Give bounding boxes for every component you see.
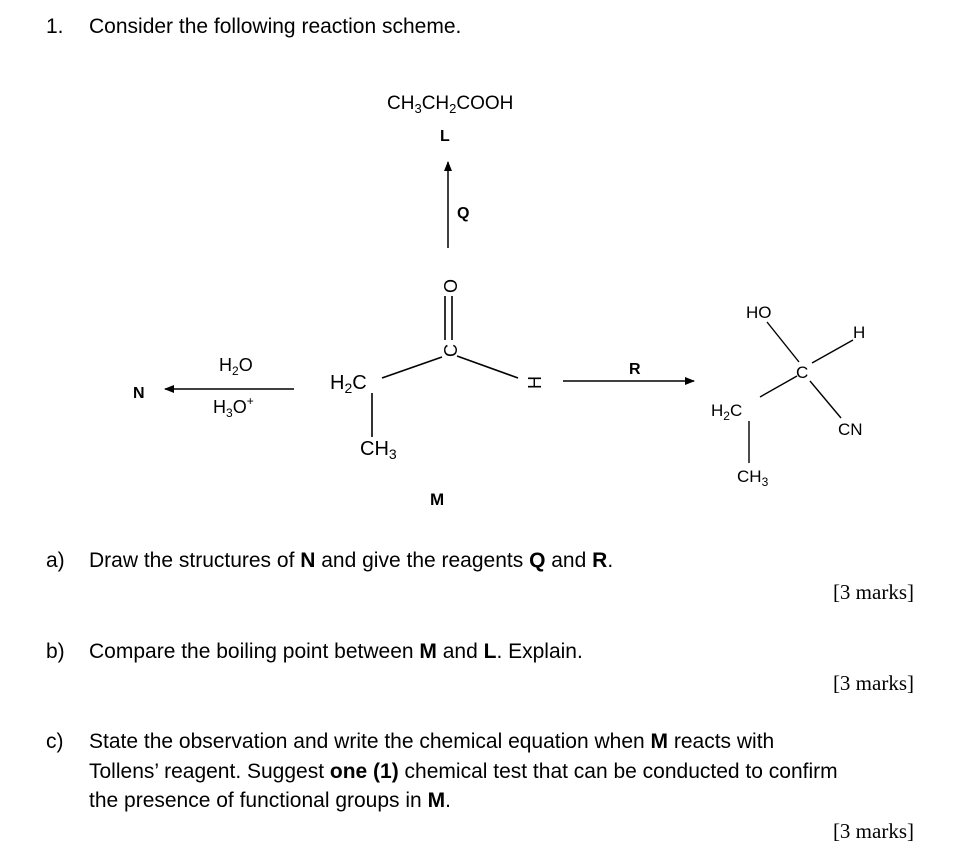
question-number: 1.: [46, 15, 64, 38]
M-CH3-group: CH3: [360, 438, 397, 462]
L-formula: CH3CH2COOH: [387, 93, 513, 116]
M-bond-C-CH2: [381, 356, 443, 379]
part-b-marks: [3 marks]: [832, 671, 914, 695]
Q-label: Q: [457, 205, 469, 222]
product-bond-C-CH2: [759, 375, 798, 398]
part-c-marks: [3 marks]: [832, 819, 914, 843]
question-intro: Consider the following reaction scheme.: [89, 15, 462, 38]
M-bond-C-H: [456, 355, 519, 379]
product-bond-C-H: [811, 339, 854, 364]
product-H-atom: H: [853, 323, 865, 342]
M-oxygen-atom: O: [441, 279, 461, 293]
product-bond-C-OH: [766, 321, 800, 363]
R-label: R: [629, 361, 641, 378]
product-bond-C-CN: [809, 380, 842, 419]
product-H2C-group: H2C: [711, 401, 742, 423]
product-CN-group: CN: [838, 420, 863, 439]
part-a-label: a): [46, 549, 65, 572]
M-carbonyl-carbon: C: [441, 344, 461, 357]
part-c-label: c): [46, 730, 64, 753]
M-hydrogen-atom: H: [525, 376, 545, 389]
part-b-label: b): [46, 640, 65, 663]
product-HO-group: HO: [746, 303, 772, 322]
product-carbon-atom: C: [796, 363, 808, 382]
part-a-text: Draw the structures of N and give the re…: [89, 549, 614, 572]
part-a-marks: [3 marks]: [832, 580, 914, 604]
part-c-line-1: State the observation and write the chem…: [89, 730, 775, 753]
part-c-line-2: Tollens’ reagent. Suggest one (1) chemic…: [89, 760, 838, 783]
reagent-hydronium: H3O+: [213, 394, 254, 420]
reagent-water: H2O: [219, 355, 253, 378]
M-H2C-group: H2C: [330, 372, 367, 396]
part-c-line-3: the presence of functional groups in M.: [89, 789, 451, 812]
part-b-text: Compare the boiling point between M and …: [89, 640, 583, 663]
M-label: M: [430, 490, 444, 509]
L-label: L: [440, 128, 450, 145]
product-CH3-group: CH3: [737, 467, 769, 489]
N-label: N: [133, 385, 145, 402]
